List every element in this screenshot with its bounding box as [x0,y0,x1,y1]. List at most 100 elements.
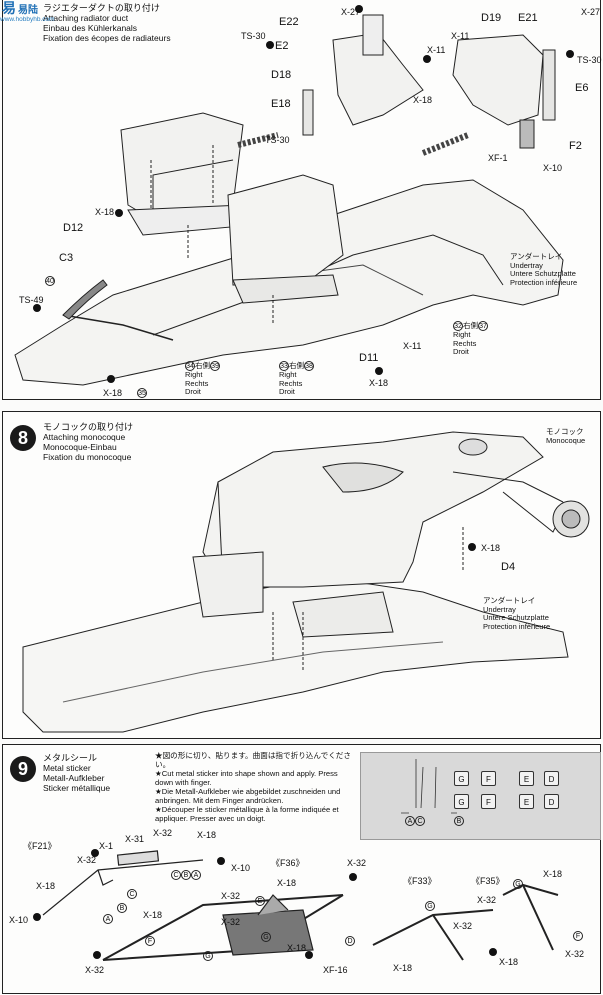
letter-label: F [145,935,155,946]
screw-icon [305,951,313,959]
screw-icon [349,873,357,881]
part-label: E6 [575,82,589,94]
screw-icon [107,375,115,383]
circled-letter: B [117,903,127,913]
right-jp: 右側 [289,361,304,370]
step-8-drawing [22,431,590,733]
part-label: X-32 [153,828,173,838]
screw-icon [91,849,99,857]
part-label: E21 [518,12,538,24]
callout-number: 33 [279,361,289,371]
screw-icon [489,948,497,956]
circled-letter: C [127,889,137,899]
part-label: X-11 [403,341,422,351]
part-label: X-32 [347,858,367,868]
screw-icon [468,543,476,551]
part-label: X-18 [393,963,413,973]
part-label: TS-30 [241,31,266,41]
screw-icon [375,367,383,375]
right-side-note: 34右側39 Right Rechts Droit [185,361,220,397]
title-de: Metall-Aufkleber [43,773,105,783]
sticker-f: F [481,794,496,809]
title-en: Metal sticker [43,763,91,773]
title-fr: Sticker métallique [43,783,111,793]
part-label: X-32 [77,855,97,865]
letter-label: G [261,931,271,942]
part-label: E22 [279,16,299,28]
part-label: X-32 [85,965,105,975]
step-number: 8 [10,425,36,451]
right-en: Right [279,370,297,379]
screw-icon [33,913,41,921]
letter-label: D [345,935,355,946]
watermark-logo: 易 易陆 www.hobbyhb.com [0,0,64,30]
title-jp: メタルシール [43,753,98,763]
part-label: E18 [271,98,291,110]
circled-letter: A [405,816,415,826]
part-label: D18 [271,69,292,81]
assembly-name: 《F33》 [403,876,437,886]
circled-letter: C [415,816,425,826]
letter-label: G [425,900,435,911]
part-label: X-27 [341,7,361,17]
step-9-title: メタルシール Metal sticker Metall-Aufkleber St… [43,753,110,793]
step-8-title: モノコックの取り付け Attaching monocoque Monocoque… [43,422,133,462]
right-jp: 右側 [195,361,210,370]
title-fr: Fixation du monocoque [43,452,132,462]
right-side-note: 33右側38 Right Rechts Droit [279,361,314,397]
screw-icon [115,209,123,217]
screw-icon [266,41,274,49]
title-de: Monocoque-Einbau [43,442,117,452]
part-label: X-11 [451,31,470,41]
right-fr: Droit [453,347,469,356]
right-fr: Droit [185,387,201,396]
step-7-panel: ラジエターダクトの取り付け Attaching radiator duct Ei… [2,0,602,400]
callout-number: 39 [210,361,220,371]
right-de: Rechts [453,338,477,348]
callout-number: 37 [478,321,488,331]
sticker-instructions: ★図の形に切り、貼ります。曲面は指で折り込んでください。 ★Cut metal … [155,751,355,823]
callout-number: 40 [45,276,55,286]
circled-letter: G [203,951,213,961]
right-en: Right [453,330,471,339]
sticker-d: D [544,794,559,809]
part-label: X-18 [143,910,163,920]
part-label: X-32 [477,895,497,905]
circled-letter: E [255,896,265,906]
circled-letter: G [425,901,435,911]
circled-letter: A [191,870,201,880]
watermark-brand: 易陆 [18,5,38,16]
step-8-panel: 8 モノコックの取り付け Attaching monocoque Monocoq… [2,411,601,739]
title-fr: Fixation des écopes de radiateurs [43,33,171,43]
letter-label: B [117,902,127,913]
right-en: Right [185,370,203,379]
callout-number: 32 [453,321,463,331]
circled-letter: B [454,816,464,826]
letter-label: E [255,895,265,906]
monocoque-label: モノコック Monocoque [546,427,586,445]
circled-letter: B [181,870,191,880]
monocoque-en: Monocoque [546,435,586,445]
title-en: Attaching radiator duct [43,13,129,23]
part-label: X-11 [427,45,446,55]
part-label: D12 [63,222,84,234]
part-label: X-18 [36,881,56,891]
part-label: X-18 [369,378,389,388]
callout-number: 34 [185,361,195,371]
assembly-name: 《F35》 [471,876,505,886]
part-label: D11 [359,352,379,364]
part-label: 35 [137,387,147,398]
monocoque-jp: モノコック [546,427,584,436]
undertray-fr: Protection inférieure [483,621,551,631]
callout-number: 38 [304,361,314,371]
circled-letter: C [171,870,181,880]
step-9-panel: 9 メタルシール Metal sticker Metall-Aufkleber … [2,744,601,994]
part-label: X-18 [413,95,433,105]
letter-label: G [203,950,213,961]
title-en: Attaching monocoque [43,432,126,442]
letter-label: G [513,878,523,889]
